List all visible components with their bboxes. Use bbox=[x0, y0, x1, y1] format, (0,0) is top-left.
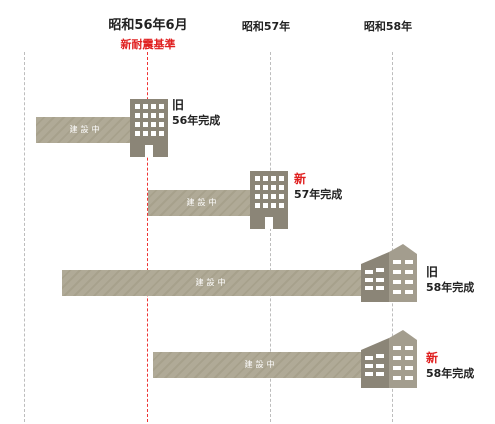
completion-year: 58年完成 bbox=[426, 281, 475, 294]
construction-label: 建設中 bbox=[69, 125, 103, 134]
header-showa-57: 昭和57年 bbox=[241, 20, 291, 33]
construction-label: 建設中 bbox=[195, 278, 229, 287]
building-icon bbox=[250, 171, 288, 229]
building-tag-old: 旧 bbox=[172, 98, 185, 112]
timeline-guide-new-standard bbox=[147, 52, 148, 422]
building-icon bbox=[361, 244, 417, 302]
header-showa-56-june: 昭和56年6月 bbox=[108, 18, 188, 33]
header-showa-58: 昭和58年 bbox=[363, 20, 413, 33]
completion-year: 58年完成 bbox=[426, 367, 475, 380]
timeline-guide-showa-57 bbox=[270, 52, 271, 422]
completion-year: 56年完成 bbox=[172, 114, 221, 127]
timeline-guide-showa-58 bbox=[392, 52, 393, 422]
building-tag-old: 旧 bbox=[426, 265, 439, 279]
row-1-caption: 旧 56年完成 bbox=[172, 98, 220, 128]
row-2-caption: 新 57年完成 bbox=[294, 172, 342, 202]
timeline-guide-start bbox=[24, 52, 25, 422]
construction-bar-row-1: 建設中 bbox=[36, 117, 140, 143]
building-icon bbox=[130, 99, 168, 157]
header-new-seismic-standard: 新耐震基準 bbox=[120, 38, 176, 51]
construction-label: 建設中 bbox=[244, 360, 278, 369]
construction-bar-row-3: 建設中 bbox=[62, 270, 378, 296]
building-tag-new: 新 bbox=[294, 172, 307, 186]
construction-bar-row-4: 建設中 bbox=[153, 352, 378, 378]
building-icon bbox=[361, 330, 417, 388]
row-4-caption: 新 58年完成 bbox=[426, 351, 474, 381]
construction-bar-row-2: 建設中 bbox=[148, 190, 262, 216]
row-3-caption: 旧 58年完成 bbox=[426, 265, 474, 295]
completion-year: 57年完成 bbox=[294, 188, 343, 201]
building-tag-new: 新 bbox=[426, 351, 439, 365]
construction-label: 建設中 bbox=[186, 198, 220, 207]
